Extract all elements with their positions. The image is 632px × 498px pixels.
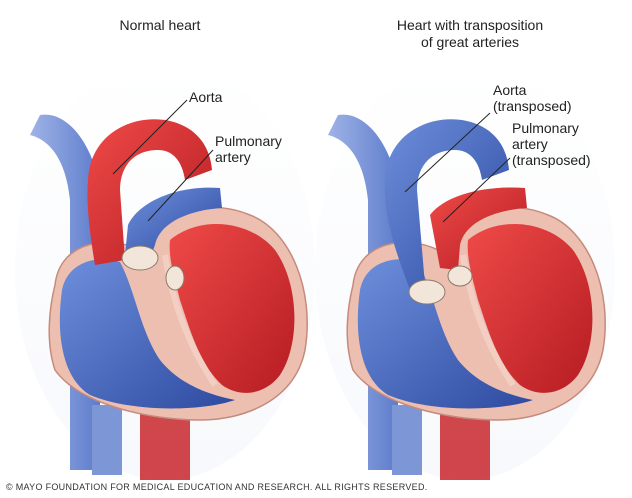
right-ventricle [59,259,235,409]
copyright-notice: © MAYO FOUNDATION FOR MEDICAL EDUCATION … [6,482,428,492]
pulmonary-artery-normal [125,187,222,258]
left-ventricle [169,223,295,393]
right-ventricle-transposed [357,259,533,409]
aorta-transposed [384,119,509,290]
title-normal-heart: Normal heart [119,17,201,33]
label-pulmonary-artery-transposed: Pulmonary artery (transposed) [512,120,591,168]
normal-heart [15,60,315,480]
label-aorta-transposed: Aorta (transposed) [493,82,572,114]
transposed-heart [315,60,615,480]
label-aorta-normal: Aorta [189,89,223,105]
pulmonary-artery-transposed [430,187,527,270]
label-pulmonary-artery-normal: Pulmonary artery [215,133,282,165]
left-ventricle-transposed [467,223,593,393]
title-transposed-heart: Heart with transposition of great arteri… [396,17,544,50]
aorta-normal [87,119,212,265]
